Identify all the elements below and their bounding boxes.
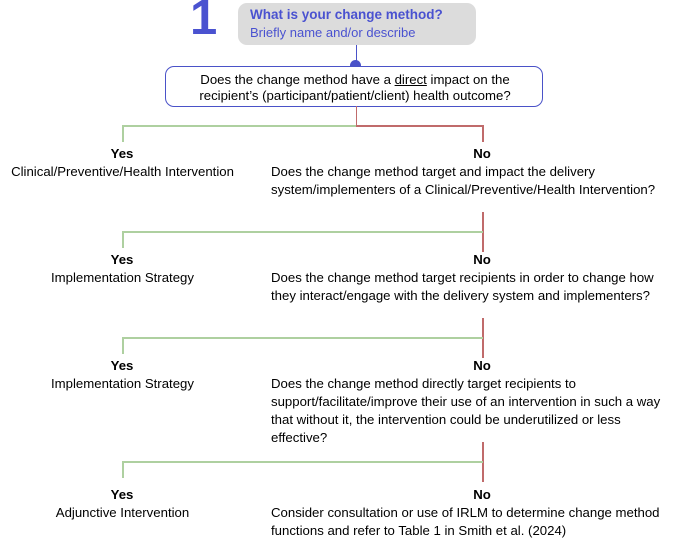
prompt-subtitle: Briefly name and/or describe xyxy=(250,25,416,40)
level-2-no-question: Does the change method target recipients… xyxy=(271,270,654,303)
level-4-yes-label: Yes xyxy=(110,487,134,502)
header-row: 1 What is your change method? Briefly na… xyxy=(0,0,685,52)
level-1-no-drop xyxy=(482,125,484,142)
level-4-yes-outcome: Adjunctive Intervention xyxy=(55,505,190,520)
level-4-no-question: Consider consultation or use of IRLM to … xyxy=(271,505,660,538)
level-1-no-label: No xyxy=(473,146,491,161)
root-question-text: Does the change method have a direct imp… xyxy=(166,72,544,104)
level-2-yes-drop xyxy=(122,231,124,248)
level-1-no-horizontal xyxy=(355,125,484,127)
level-1-no-question: Does the change method target and impact… xyxy=(271,164,656,197)
level-2-yes-label: Yes xyxy=(110,252,134,267)
level-3-yes-horizontal xyxy=(122,337,483,339)
level-3-yes-drop xyxy=(122,337,124,354)
prompt-title: What is your change method? xyxy=(250,7,443,22)
header-connector-stub xyxy=(355,45,358,61)
level-3-yes-label: Yes xyxy=(110,358,134,373)
level-1-yes-drop xyxy=(122,125,124,142)
level-2-no-label: No xyxy=(473,252,491,267)
level-2-yes-horizontal xyxy=(122,231,483,233)
level-4-yes-drop xyxy=(122,461,124,478)
level-4-yes-horizontal xyxy=(122,461,483,463)
level-2-yes-outcome: Implementation Strategy xyxy=(51,270,194,285)
level-1-no-drop-from-box xyxy=(355,106,358,126)
prompt-box: What is your change method? Briefly name… xyxy=(238,3,476,45)
level-3-no-question: Does the change method directly target r… xyxy=(271,376,661,445)
level-1-yes-label: Yes xyxy=(110,146,134,161)
level-1-yes-outcome: Clinical/Preventive/Health Intervention xyxy=(11,164,234,179)
level-1-yes-horizontal xyxy=(122,125,356,127)
root-question-part1: Does the change method have a xyxy=(200,72,395,87)
header-connector-dot xyxy=(350,60,361,71)
level-4-no-label: No xyxy=(473,487,491,502)
root-question-box: Does the change method have a direct imp… xyxy=(165,66,543,107)
root-question-emphasis: direct xyxy=(394,72,427,87)
level-3-no-label: No xyxy=(473,358,491,373)
root-question-part2: impact on the xyxy=(426,72,510,87)
level-3-yes-outcome: Implementation Strategy xyxy=(51,376,194,391)
step-number: 1 xyxy=(190,0,217,45)
root-question-line2: recipient’s (participant/patient/client)… xyxy=(199,88,511,103)
